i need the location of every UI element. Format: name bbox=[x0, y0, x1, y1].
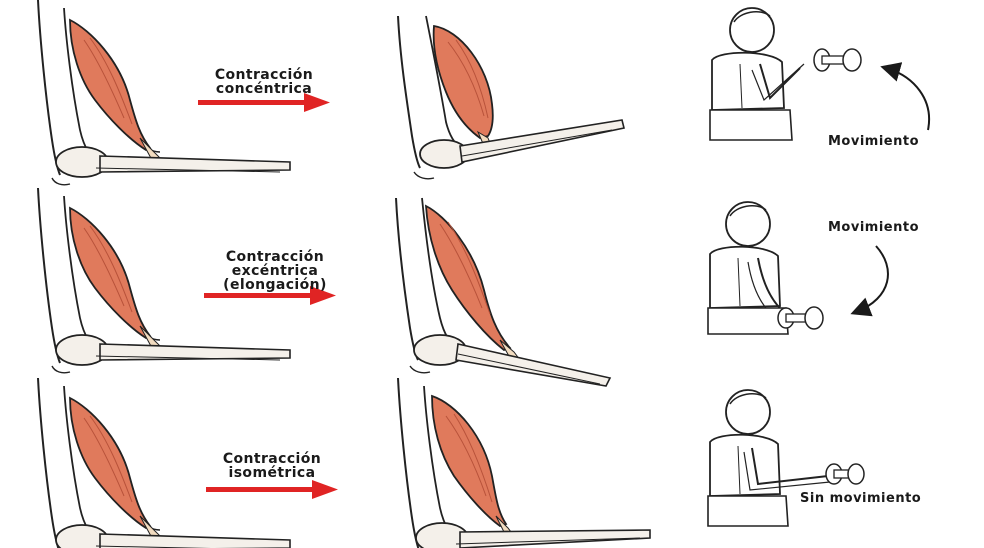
row2-arm-right bbox=[396, 198, 610, 386]
row1-arm-right bbox=[398, 16, 624, 179]
movement-label-row2: Movimiento bbox=[828, 220, 919, 235]
person-curl-up-figure bbox=[710, 8, 929, 140]
label-eccentric: Contracción excéntrica (elongación) bbox=[200, 250, 350, 292]
dumbbell-icon bbox=[826, 464, 864, 484]
label-line: excéntrica bbox=[200, 264, 350, 278]
movement-label-row3: Sin movimiento bbox=[800, 491, 921, 506]
movement-label-row1: Movimiento bbox=[828, 134, 919, 149]
label-line: Contracción bbox=[202, 452, 342, 466]
label-line: (elongación) bbox=[200, 278, 350, 292]
dumbbell-icon bbox=[778, 307, 823, 329]
curved-arrow-icon bbox=[856, 246, 888, 312]
label-line: Contracción bbox=[194, 68, 334, 82]
label-line: concéntrica bbox=[194, 82, 334, 96]
label-line: Contracción bbox=[200, 250, 350, 264]
row3-arm-right bbox=[398, 378, 650, 548]
label-concentric: Contracción concéntrica bbox=[194, 68, 334, 96]
dumbbell-icon bbox=[814, 49, 861, 71]
label-isometric: Contracción isométrica bbox=[202, 452, 342, 480]
label-line: isométrica bbox=[202, 466, 342, 480]
red-arrow-row3 bbox=[206, 480, 338, 499]
curved-arrow-icon bbox=[886, 68, 929, 130]
